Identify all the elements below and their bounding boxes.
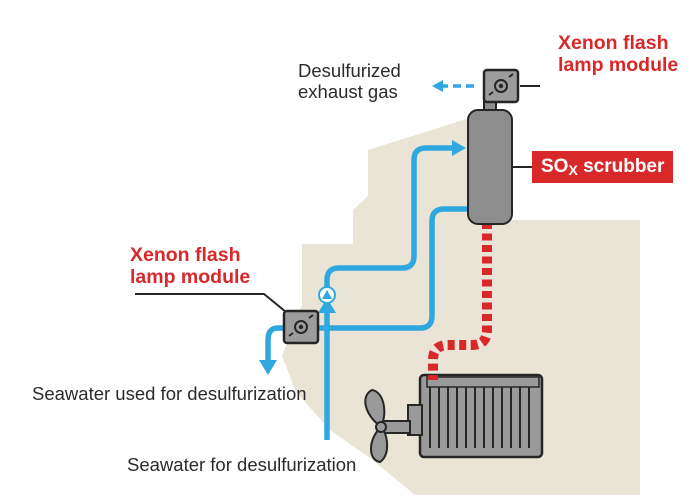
arrowhead-up	[318, 298, 336, 313]
scrubber-label-main: SO	[541, 156, 569, 177]
label-desulfurized-exhaust: Desulfurized exhaust gas	[298, 60, 401, 103]
exhaust-pipe	[428, 222, 492, 380]
label-xenon-left: Xenon flash lamp module	[130, 244, 250, 289]
lamp-module-top-marks	[488, 73, 514, 96]
lamp-module-top-lens	[494, 79, 508, 93]
pump-icon	[318, 286, 336, 304]
scrubber-label-badge: SOX scrubber	[532, 151, 674, 183]
scrubber-drain-pipe	[312, 206, 478, 331]
engine-fins	[429, 387, 530, 448]
scrubber-body	[467, 109, 513, 225]
lamp-module-top-core	[498, 83, 504, 89]
label-seawater-used: Seawater used for desulfurization	[32, 383, 307, 404]
gas-arrowhead	[432, 80, 443, 92]
desulfurized-gas-arrow	[432, 80, 476, 92]
label-seawater-in: Seawater for desulfurization	[127, 454, 357, 475]
pipe-arrowheads	[259, 140, 466, 375]
lamp-module-icon	[482, 68, 520, 104]
propeller-icon	[364, 388, 411, 464]
seawater-riser-pipe	[324, 145, 454, 287]
overboard-discharge-pipe	[265, 325, 290, 362]
leader-xenon-left	[135, 293, 287, 313]
scrubber-label-sub: X	[568, 162, 578, 178]
engine-icon	[407, 373, 544, 459]
arrowhead-down	[259, 360, 277, 375]
lamp-module-icon	[282, 309, 320, 345]
lamp-module-left-core	[298, 324, 304, 330]
propeller-blade-top	[364, 388, 386, 428]
lamp-module-left-marks	[288, 314, 314, 337]
label-xenon-left-line1: Xenon flash	[130, 244, 241, 266]
label-desulfurized-line2: exhaust gas	[298, 81, 398, 103]
seawater-piping	[265, 145, 478, 440]
label-xenon-top-line2: lamp module	[558, 54, 679, 77]
scrubber-tower	[467, 97, 513, 225]
leader-lines	[135, 85, 540, 313]
label-xenon-top-line1: Xenon flash	[558, 32, 669, 54]
propeller-blade-bottom	[370, 426, 389, 464]
arrowhead-right	[452, 140, 466, 156]
engine-head	[426, 376, 540, 388]
propeller-hub	[375, 421, 387, 433]
lamp-module-left-lens	[294, 320, 308, 334]
label-xenon-left-line2: lamp module	[130, 266, 251, 289]
scrubber-label-tail: scrubber	[577, 156, 665, 177]
label-xenon-top: Xenon flash lamp module	[558, 32, 678, 77]
label-desulfurized-line1: Desulfurized	[298, 60, 401, 81]
pump-triangle	[322, 290, 332, 299]
